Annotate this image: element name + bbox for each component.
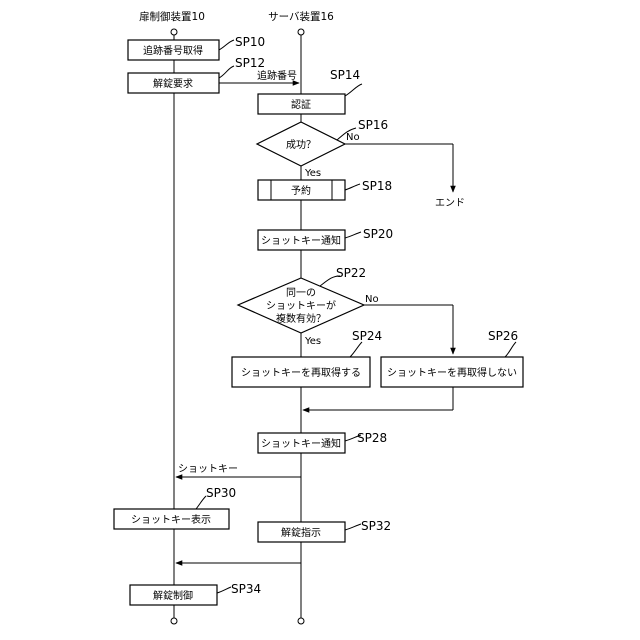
sp28-label: SP28 — [357, 431, 387, 445]
sp32-leader — [345, 524, 361, 530]
success-yes-label: Yes — [304, 168, 321, 179]
sp34-label: SP34 — [231, 582, 261, 596]
notify-shortkey-label-1: ショットキー通知 — [261, 234, 341, 247]
sp12-leader — [219, 66, 234, 78]
sp30-leader — [196, 496, 206, 509]
sp10-leader — [219, 40, 234, 50]
sp32-label: SP32 — [361, 519, 391, 533]
door-controller-header: 扉制御装置10 — [139, 10, 205, 23]
sp20-leader — [345, 232, 361, 238]
sp34-leader — [217, 587, 231, 593]
multiple-yes-label: Yes — [304, 336, 321, 347]
multiple-no-label: No — [365, 294, 379, 305]
sp14-label: SP14 — [330, 68, 360, 82]
no-reacquire-label: ショットキーを再取得しない — [387, 367, 517, 379]
sp26-leader — [505, 342, 516, 357]
sp18-label: SP18 — [362, 179, 392, 193]
sp16-label: SP16 — [358, 118, 388, 132]
multiple-valid-line-2: ショットキーが — [266, 299, 336, 312]
multiple-valid-line-1: 同一の — [286, 287, 316, 299]
success-decision-label: 成功？ — [286, 139, 316, 151]
shortkey-message: ショットキー — [178, 464, 238, 475]
acquire-tracking-label: 追跡番号取得 — [143, 44, 203, 57]
sp22-label: SP22 — [336, 266, 366, 280]
sp30-label: SP30 — [206, 486, 236, 500]
tracking-number-message: 追跡番号 — [257, 69, 297, 82]
success-no-label: No — [346, 132, 360, 143]
sp26-label: SP26 — [488, 329, 518, 343]
reacquire-label: ショットキーを再取得する — [241, 367, 361, 379]
sp10-label: SP10 — [235, 35, 265, 49]
server-lifeline-end — [298, 618, 304, 624]
end-label: エンド — [435, 198, 465, 209]
sp18-leader — [345, 184, 360, 190]
multiple-valid-line-3: 複数有効？ — [276, 312, 326, 325]
notify-shortkey-label-2: ショットキー通知 — [261, 437, 341, 450]
server-lifeline-start — [298, 29, 304, 35]
unlock-request-label: 解錠要求 — [153, 77, 193, 90]
unlock-instruction-label: 解錠指示 — [281, 526, 321, 539]
sp24-label: SP24 — [352, 329, 382, 343]
display-shortkey-label: ショットキー表示 — [131, 513, 211, 526]
door-lifeline-start — [171, 29, 177, 35]
sp12-label: SP12 — [235, 56, 265, 70]
authenticate-label: 認証 — [291, 98, 311, 111]
reserve-label: 予約 — [291, 184, 311, 197]
door-lifeline-end — [171, 618, 177, 624]
server-header: サーバ装置16 — [268, 10, 334, 23]
unlock-control-label: 解錠制御 — [153, 589, 193, 602]
sp20-label: SP20 — [363, 227, 393, 241]
sp14-leader — [345, 84, 362, 96]
sp24-leader — [350, 342, 362, 357]
